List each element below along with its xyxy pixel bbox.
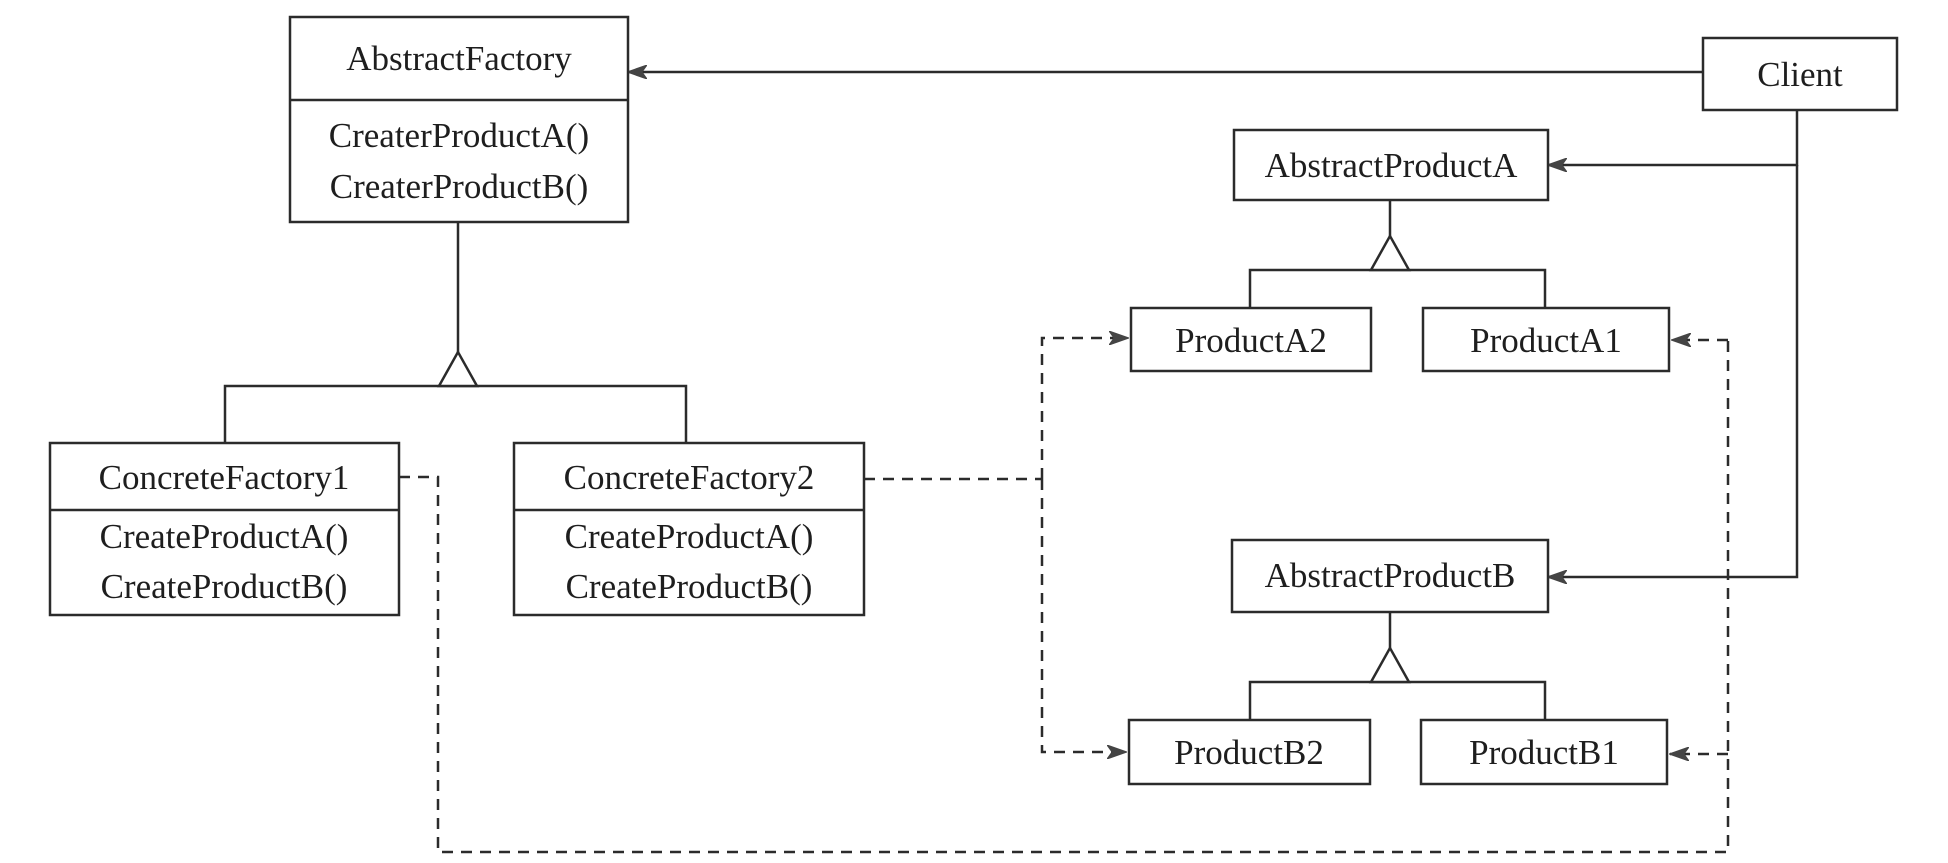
class-concretefactory2: ConcreteFactory2 CreateProductA() Create…	[512, 441, 866, 617]
class-abstractproductb: AbstractProductB	[1230, 538, 1550, 614]
class-name-productb2: ProductB2	[1174, 733, 1324, 772]
class-name-concretefactory1: ConcreteFactory1	[99, 458, 350, 497]
abstractfactory-generalization-triangle	[436, 349, 480, 388]
method-createproductb: CreateProductB()	[101, 567, 348, 606]
abstractproducta-generalization-triangle	[1368, 233, 1412, 272]
class-productb1: ProductB1	[1419, 718, 1669, 786]
abstractproductb-generalization-branches	[1248, 680, 1547, 720]
concretefactory1-dependency-route	[399, 340, 1730, 854]
class-abstractfactory: AbstractFactory CreaterProductA() Create…	[288, 15, 630, 224]
client-to-abstractproducta-association	[1548, 110, 1799, 165]
class-concretefactory1: ConcreteFactory1 CreateProductA() Create…	[48, 441, 401, 617]
class-name-productb1: ProductB1	[1469, 733, 1619, 772]
class-name-client: Client	[1757, 55, 1843, 94]
concretefactory2-to-producta2-dependency	[1040, 338, 1128, 479]
method-createproducta: CreateProductA()	[565, 517, 814, 556]
method-createrproducta: CreaterProductA()	[329, 116, 589, 155]
abstractproducta-generalization-branches	[1248, 268, 1547, 308]
class-abstractproducta: AbstractProductA	[1232, 128, 1550, 202]
class-productb2: ProductB2	[1127, 718, 1372, 786]
class-name-abstractproducta: AbstractProductA	[1265, 146, 1518, 185]
class-client: Client	[1701, 36, 1899, 112]
class-name-abstractfactory: AbstractFactory	[346, 39, 572, 78]
class-name-concretefactory2: ConcreteFactory2	[564, 458, 815, 497]
method-createproducta: CreateProductA()	[100, 517, 349, 556]
concretefactory2-to-productb2-dependency	[1040, 479, 1126, 752]
method-createrproductb: CreaterProductB()	[330, 167, 589, 206]
client-to-abstractproductb-association	[1548, 165, 1799, 577]
method-createproductb: CreateProductB()	[566, 567, 813, 606]
class-producta2: ProductA2	[1129, 306, 1373, 373]
class-name-producta1: ProductA1	[1470, 321, 1622, 360]
class-producta1: ProductA1	[1421, 306, 1671, 373]
class-name-abstractproductb: AbstractProductB	[1265, 556, 1516, 595]
abstractproductb-generalization-triangle	[1368, 645, 1412, 684]
abstractfactory-generalization-branches	[223, 384, 688, 443]
class-name-producta2: ProductA2	[1175, 321, 1327, 360]
